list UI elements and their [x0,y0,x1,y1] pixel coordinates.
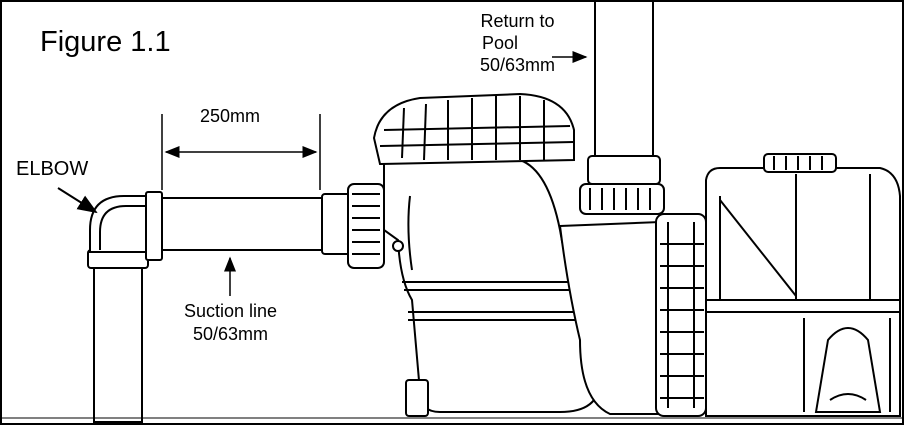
arrow-down-right-icon [57,187,98,214]
elbow-label: ELBOW [16,158,89,180]
return-to-pool-label: Return to Pool 50/63mm [480,10,555,76]
suction-label-size: 50/63mm [193,324,269,344]
suction-label-line1: Suction line [184,301,278,321]
elbow-fitting [87,191,163,423]
suction-line-label: Suction line 50/63mm [184,300,277,346]
suction-pipe [161,193,351,255]
suction-union [347,183,385,269]
dimension-250mm [161,114,321,190]
pump-housing [383,159,602,417]
pump-volute [558,213,707,417]
return-label-line1: Return to [480,11,555,31]
return-label-size: 50/63mm [480,55,556,75]
dimension-label: 250mm [200,106,261,126]
strainer-lid [372,92,575,166]
figure-title: Figure 1.1 [40,26,171,58]
return-label-line2: Pool [482,33,519,53]
pump-motor [705,153,901,417]
return-pipe [579,2,665,215]
